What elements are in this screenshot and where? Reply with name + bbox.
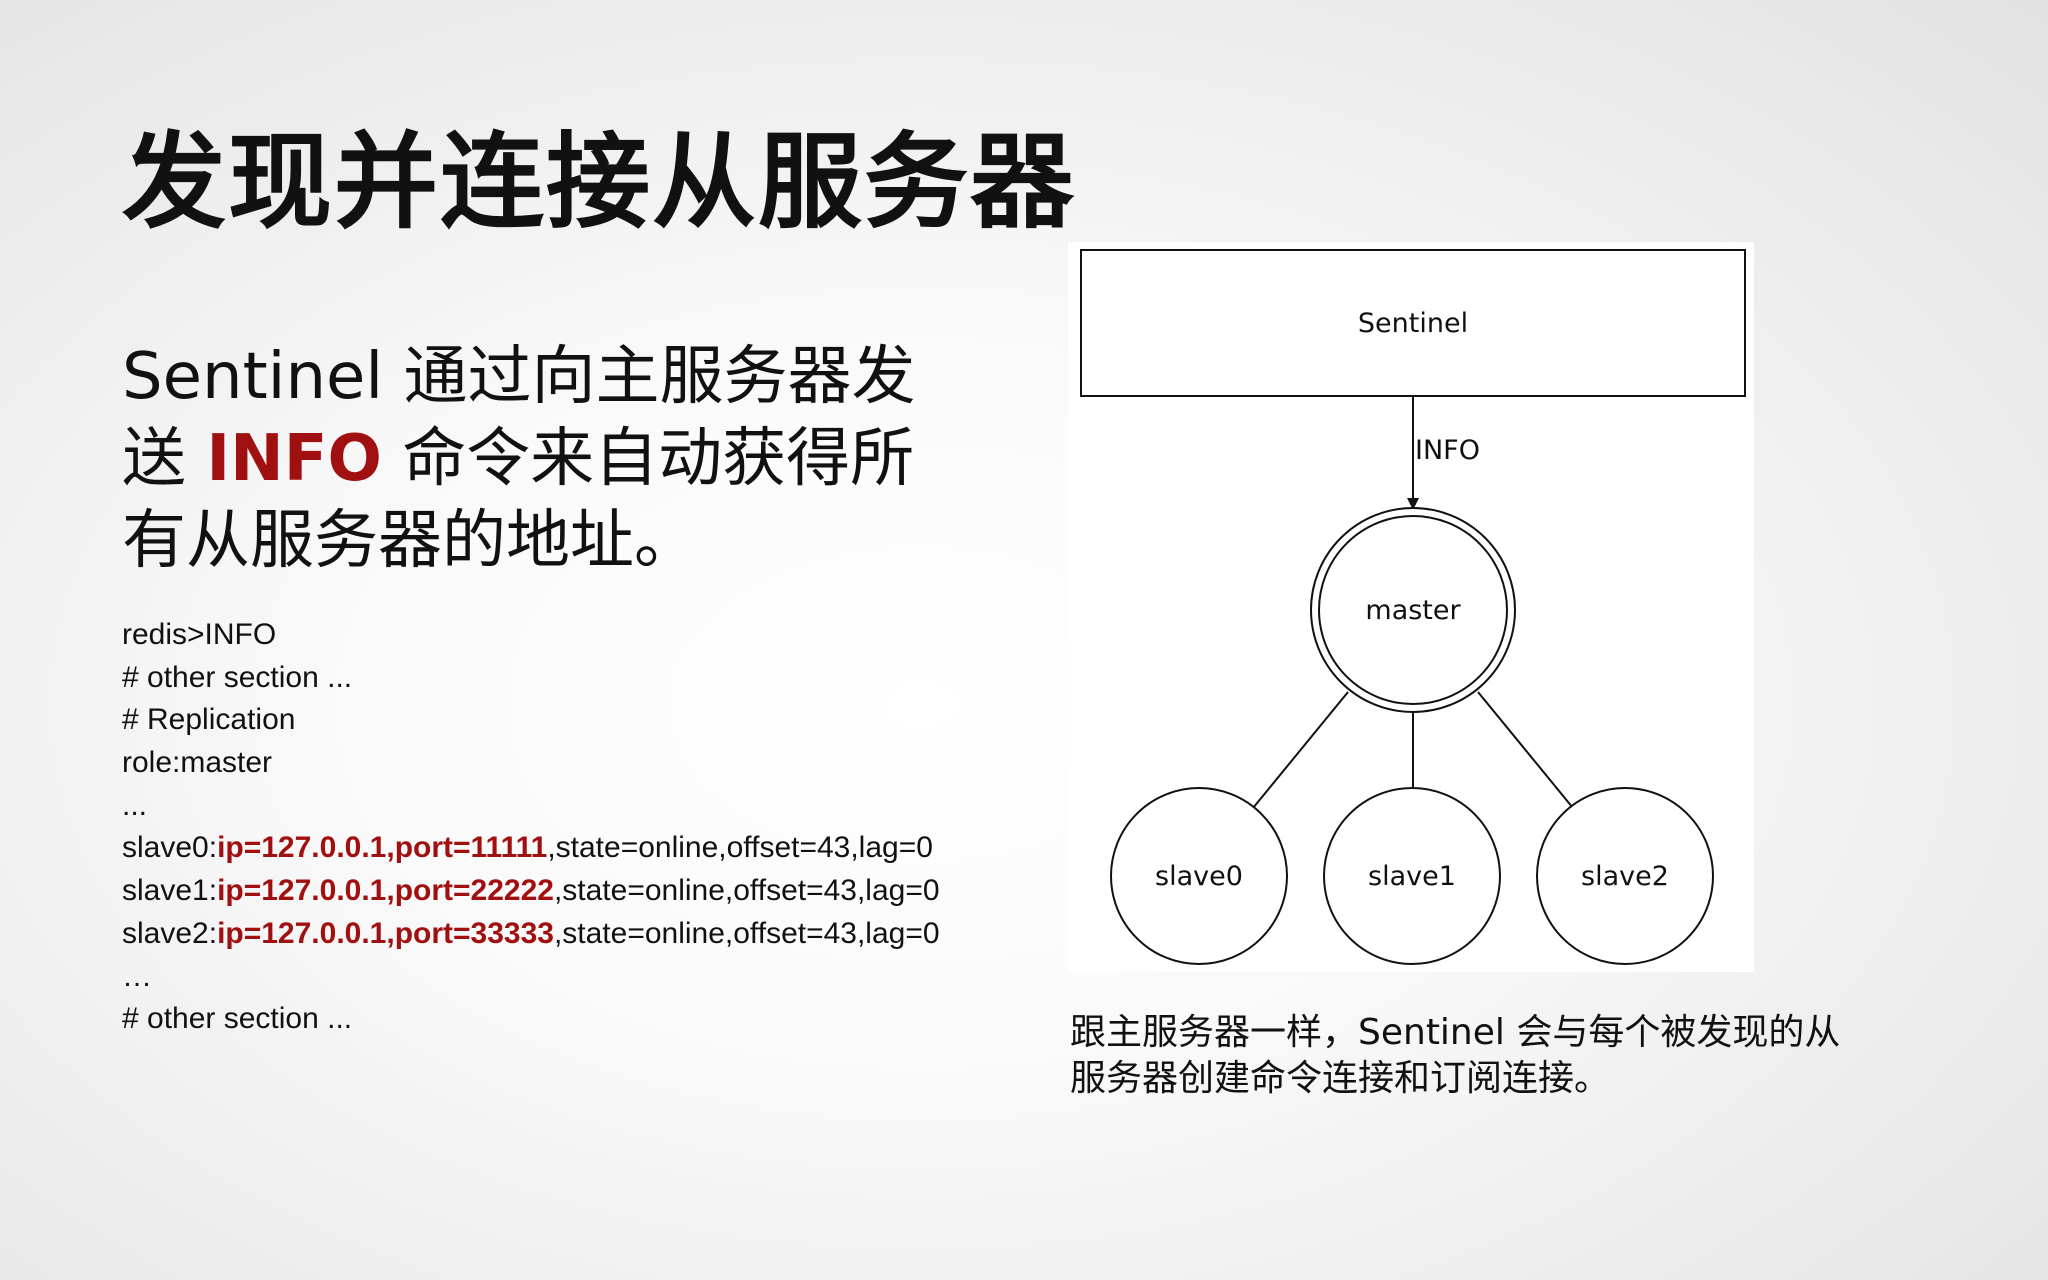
sentinel-label: Sentinel: [1358, 308, 1468, 339]
code-line: ...: [122, 788, 148, 822]
lead-line-2-prefix: 送: [122, 422, 207, 496]
slave-address-highlight: ip=127.0.0.1,port=11111: [217, 831, 548, 865]
slave-prefix: slave1:: [122, 874, 218, 908]
lead-line-2: 送 INFO 命令来自动获得所: [122, 418, 962, 500]
master-label: master: [1365, 595, 1461, 626]
sentinel-node: [1080, 249, 1746, 397]
code-line: # other section ...: [122, 1002, 353, 1036]
info-command-highlight: INFO: [206, 422, 382, 496]
slave-address-highlight: ip=127.0.0.1,port=33333: [217, 916, 554, 950]
code-line: redis>INFO: [122, 618, 277, 651]
slave1-node: [1323, 787, 1501, 965]
slave-info-line: slave2:ip=127.0.0.1,port=33333,state=onl…: [122, 913, 940, 956]
slave-info-line: slave0:ip=127.0.0.1,port=11111,state=onl…: [122, 827, 940, 870]
slave1-label: slave1: [1368, 861, 1456, 892]
slave0-label: slave0: [1155, 861, 1243, 892]
slave2-label: slave2: [1581, 861, 1669, 892]
lead-line-1: Sentinel 通过向主服务器发: [122, 340, 916, 414]
code-line: role:master: [122, 746, 273, 780]
caption: 跟主服务器一样，Sentinel 会与每个被发现的从 服务器创建命令连接和订阅连…: [1070, 1010, 1950, 1102]
edge-master-slave2: [1477, 691, 1574, 809]
lead-paragraph: Sentinel 通过向主服务器发 送 INFO 命令来自动获得所 有从服务器的…: [122, 336, 962, 582]
info-edge-label: INFO: [1415, 435, 1480, 466]
slave2-node: [1536, 787, 1714, 965]
slave-address-highlight: ip=127.0.0.1,port=22222: [217, 874, 554, 908]
code-line: …: [122, 959, 152, 993]
topology-svg: Sentinel INFO master slave0 slave1 slave…: [1080, 249, 1746, 965]
edge-master-slave0: [1252, 691, 1349, 809]
caption-line-1: 跟主服务器一样，Sentinel 会与每个被发现的从: [1070, 1012, 1841, 1053]
slave-prefix: slave2:: [122, 916, 218, 950]
slave-info-line: slave1:ip=127.0.0.1,port=22222,state=onl…: [122, 870, 940, 913]
slave-suffix: ,state=online,offset=43,lag=0: [553, 916, 940, 950]
code-line: # Replication: [122, 703, 296, 737]
slide-title: 发现并连接从服务器: [122, 121, 1077, 243]
slave-suffix: ,state=online,offset=43,lag=0: [547, 831, 933, 865]
slave0-node: [1110, 787, 1288, 965]
slave-suffix: ,state=online,offset=43,lag=0: [553, 874, 940, 908]
slave-prefix: slave0:: [122, 831, 218, 865]
lead-line-3: 有从服务器的地址。: [122, 504, 698, 578]
info-output-block: redis>INFO # other section ... # Replica…: [122, 614, 940, 1041]
code-line: # other section ...: [122, 660, 353, 694]
caption-line-2: 服务器创建命令连接和订阅连接。: [1070, 1058, 1611, 1099]
topology-diagram: Sentinel INFO master slave0 slave1 slave…: [1068, 242, 1754, 972]
master-node: [1318, 515, 1508, 705]
lead-line-2-suffix: 命令来自动获得所: [381, 422, 915, 496]
